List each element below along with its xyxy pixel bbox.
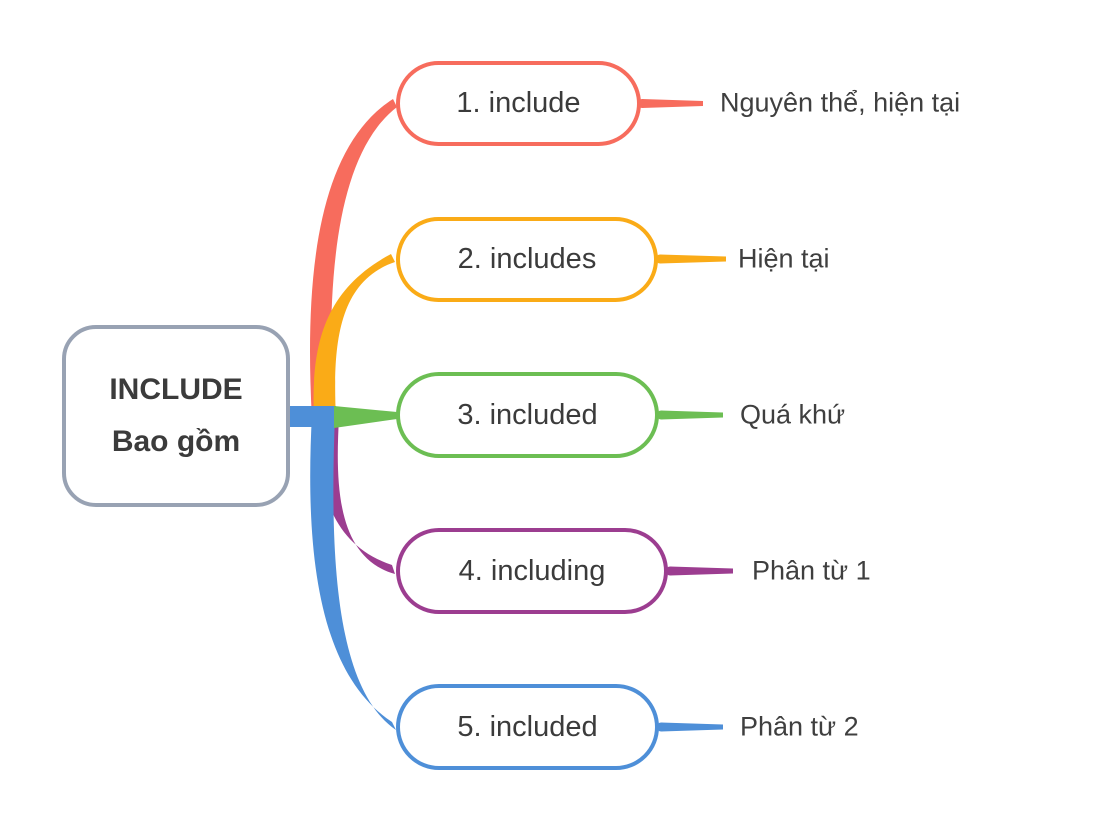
topic-label: 3. included <box>457 398 598 431</box>
branch-curve-3 <box>334 406 397 428</box>
note-stub-2 <box>660 254 726 264</box>
branch-curve-1 <box>310 99 397 420</box>
root-topic-subtitle: Bao gồm <box>111 425 241 458</box>
topic-label: 2. includes <box>457 243 597 275</box>
root-topic[interactable]: INCLUDE Bao gồm <box>62 325 290 507</box>
note-qua-khu[interactable]: Quá khứ <box>740 399 846 430</box>
note-nguyen-the[interactable]: Nguyên thể, hiện tại <box>720 87 961 118</box>
topic-include[interactable]: 1. include <box>396 61 641 146</box>
topic-label: 5. included <box>457 710 598 743</box>
note-phan-tu-2[interactable]: Phân từ 2 <box>740 711 859 742</box>
note-phan-tu-1[interactable]: Phân từ 1 <box>752 555 871 586</box>
note-stub-4 <box>670 566 733 576</box>
note-stub-1 <box>642 99 703 108</box>
note-stub-5 <box>661 722 723 732</box>
root-trunk <box>289 406 336 427</box>
topic-includes[interactable]: 2. includes <box>396 217 658 302</box>
topic-label: 1. include <box>456 87 581 119</box>
note-hien-tai[interactable]: Hiện tại <box>738 243 830 274</box>
root-topic-title: INCLUDE <box>109 373 243 406</box>
note-stub-3 <box>661 410 723 420</box>
topic-label: 4. including <box>458 554 606 587</box>
topic-included-participle[interactable]: 5. included <box>396 684 659 770</box>
branch-curve-2 <box>313 254 395 420</box>
branch-curve-5 <box>310 414 396 730</box>
topic-included-past[interactable]: 3. included <box>396 372 659 458</box>
topic-including[interactable]: 4. including <box>396 528 668 614</box>
branch-curve-4 <box>317 418 395 574</box>
